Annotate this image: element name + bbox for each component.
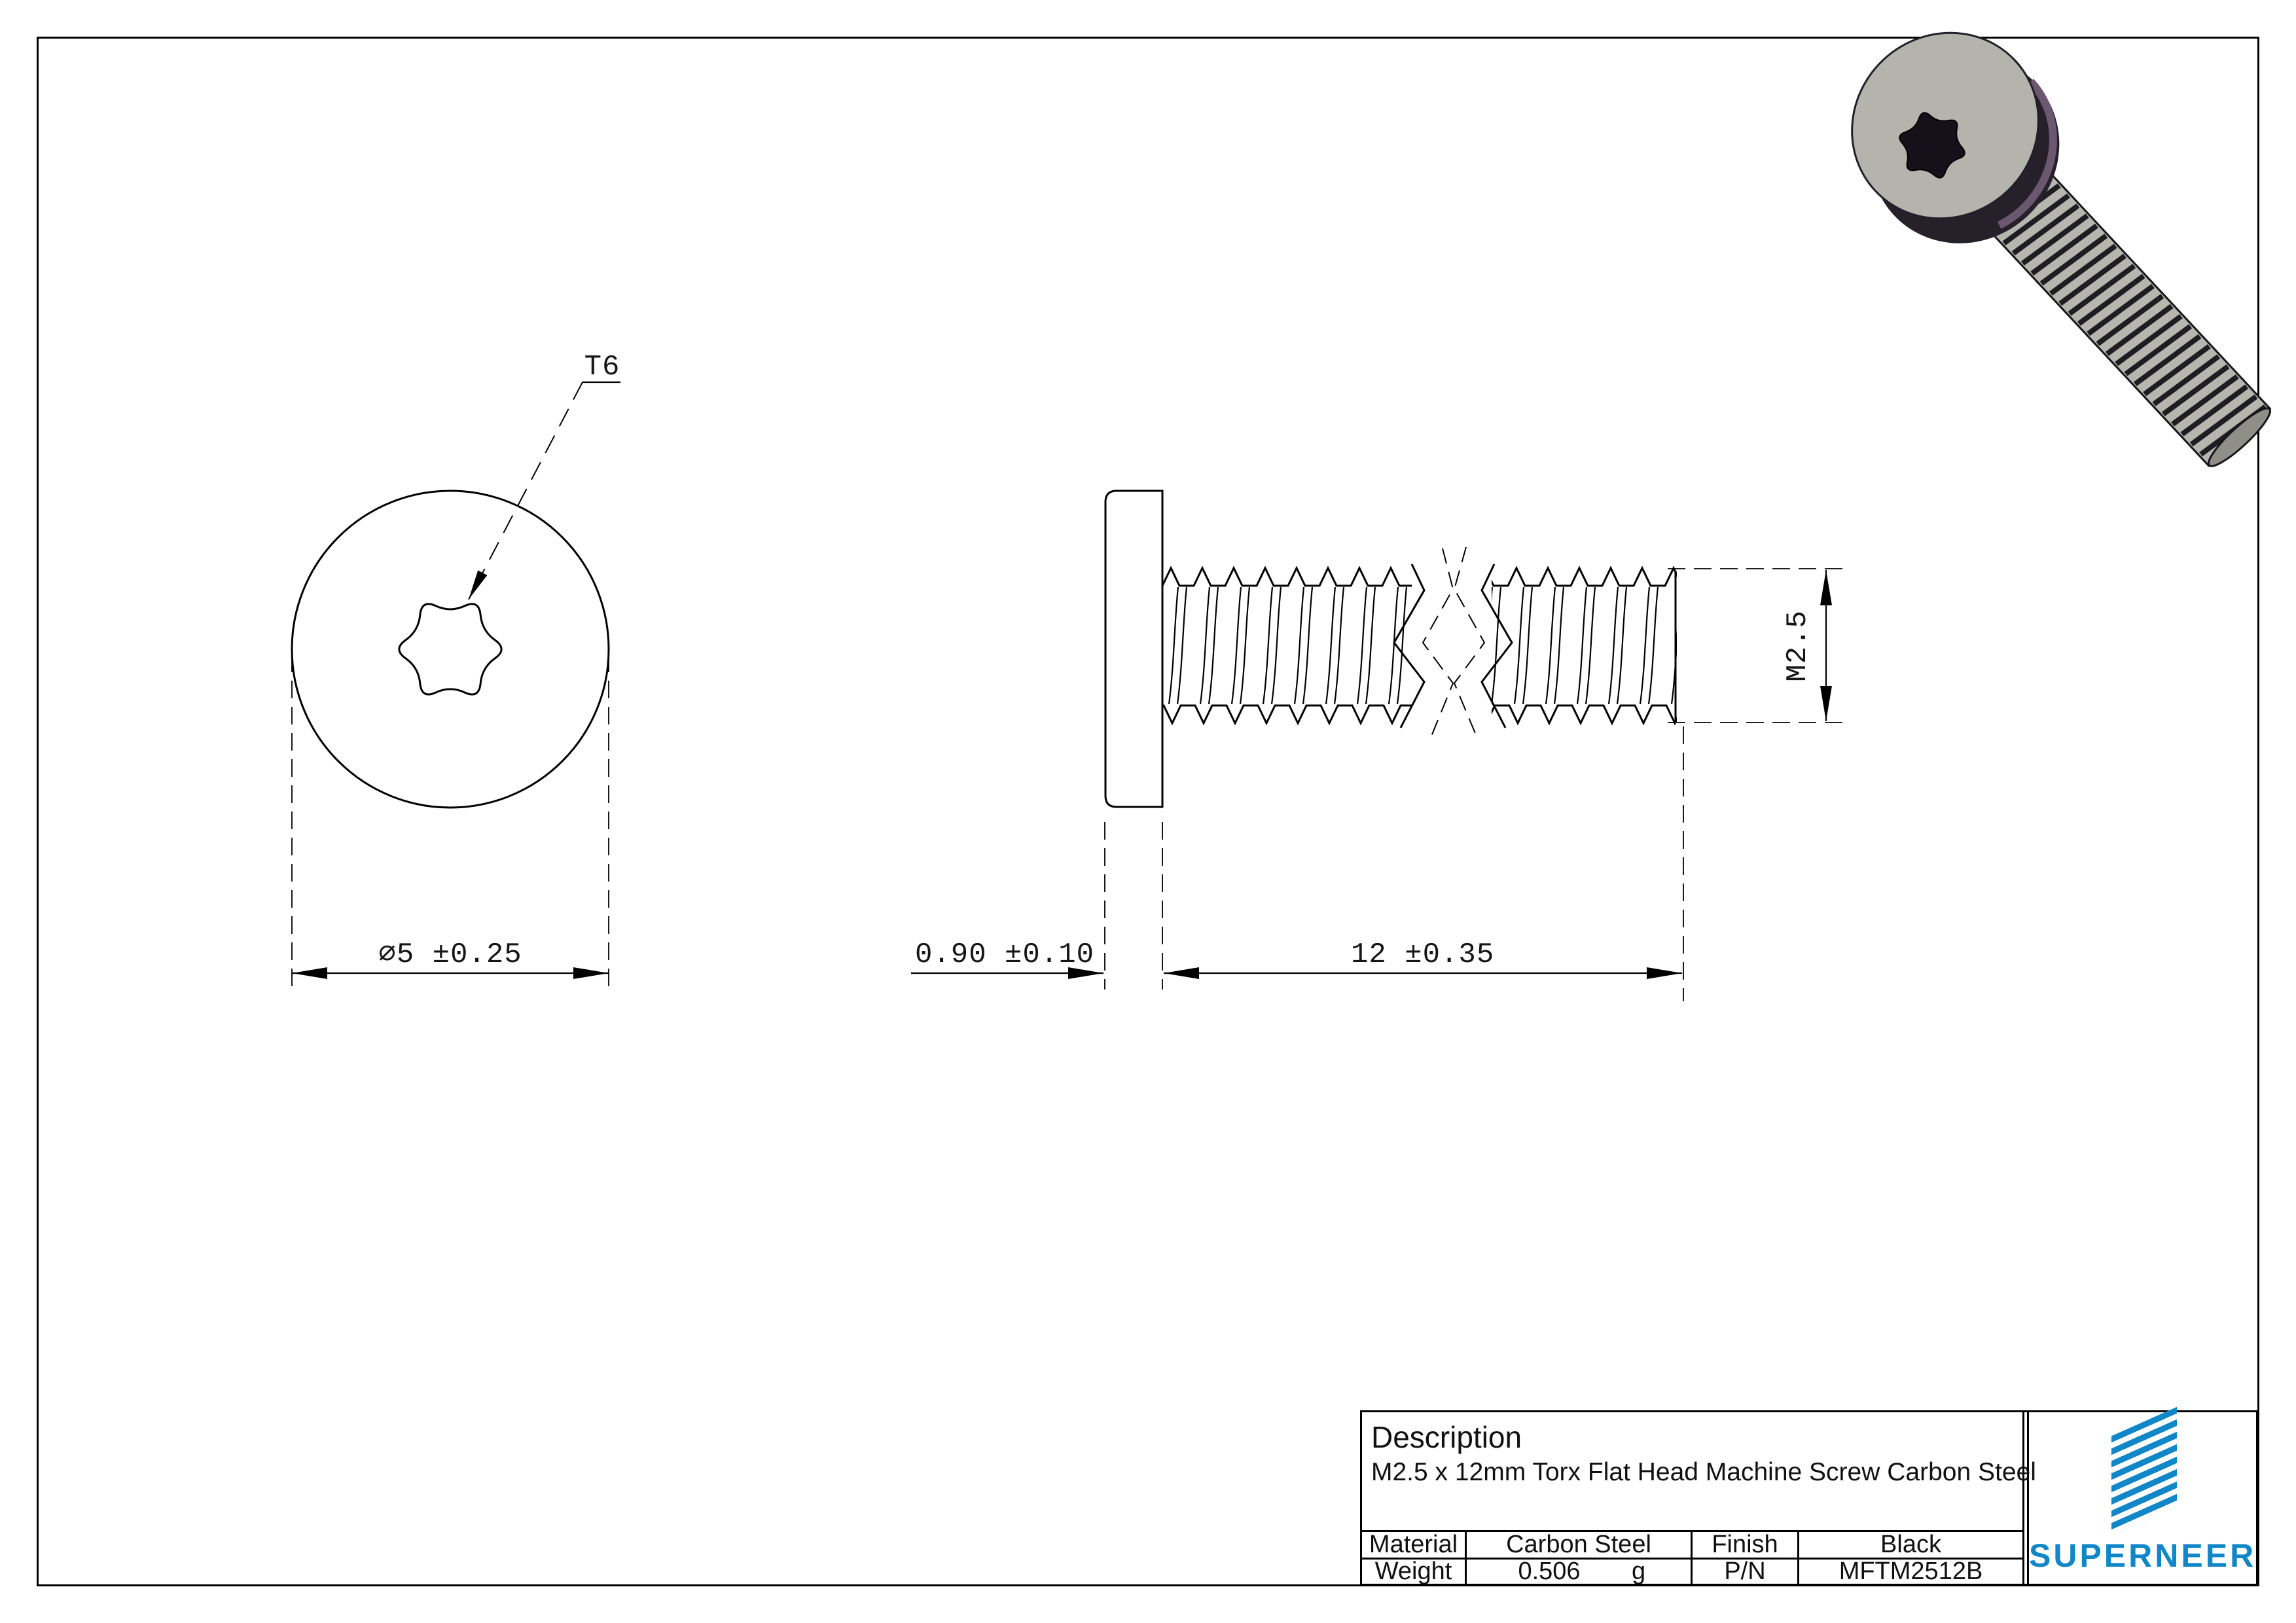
drawing-border-frame — [37, 37, 2259, 1586]
description-value: M2.5 x 12mm Torx Flat Head Machine Screw… — [1371, 1458, 2036, 1486]
weight-pn-row: Weight 0.506 g P/N MFTM2512B — [1362, 1558, 2024, 1585]
break-symbol — [1393, 546, 1513, 741]
head-side-profile — [1104, 490, 1164, 808]
weight-value: 0.506 — [1518, 1558, 1581, 1585]
torx-recess-outline — [398, 603, 503, 696]
thread-arrow-up — [1820, 570, 1832, 605]
thread-dimension-text: M2.5 — [1782, 610, 1814, 682]
material-value: Carbon Steel — [1467, 1531, 1693, 1558]
head-extension-lines — [1104, 822, 1163, 990]
material-label: Material — [1362, 1531, 1467, 1558]
description-cell: Description M2.5 x 12mm Torx Flat Head M… — [1362, 1412, 2036, 1532]
head-dimension-text: 0.90 ±0.10 — [915, 938, 1094, 971]
diameter-arrow-left — [292, 967, 327, 979]
superneer-logo-icon — [2111, 1406, 2177, 1536]
t6-label: T6 — [584, 351, 620, 383]
superneer-logo-text: SUPERNEER — [2029, 1537, 2257, 1574]
material-finish-row: Material Carbon Steel Finish Black — [1362, 1531, 2024, 1560]
length-dimension-text: 12 ±0.35 — [1351, 938, 1494, 971]
thread-extension-lines — [1668, 568, 1844, 723]
screw-3d-head — [1851, 31, 2060, 243]
finish-label: Finish — [1693, 1531, 1799, 1558]
screw-3d-render — [1851, 31, 2272, 467]
head-outline-circle — [291, 490, 610, 809]
part-number-label: P/N — [1693, 1558, 1799, 1585]
weight-value-cell: 0.506 g — [1467, 1558, 1693, 1585]
description-label: Description — [1371, 1420, 1522, 1454]
length-arrow-left — [1164, 967, 1199, 979]
side-view: 0.90 ±0.10 12 ±0.35 M2.5 — [911, 490, 1844, 1001]
screw-3d-torx-recess — [1899, 112, 1965, 179]
weight-label: Weight — [1362, 1558, 1467, 1585]
t6-leader-arrow — [469, 570, 488, 599]
diameter-extension-lines — [291, 654, 609, 990]
thread-segment-2 — [1492, 565, 1677, 726]
weight-unit: g — [1632, 1558, 1646, 1585]
t6-leader-line — [468, 382, 583, 600]
front-view: T6 ⌀5 ±0.25 — [291, 351, 620, 990]
logo-cell: SUPERNEER — [2027, 1406, 2257, 1584]
length-arrow-right — [1647, 967, 1682, 979]
diameter-arrow-right — [573, 967, 609, 979]
diameter-dimension-text: ⌀5 ±0.25 — [378, 938, 522, 971]
finish-value: Black — [1880, 1531, 1941, 1558]
thread-arrow-down — [1820, 686, 1832, 721]
part-number-value: MFTM2512B — [1839, 1558, 1983, 1585]
head-arrow — [1068, 967, 1103, 979]
title-block: Description M2.5 x 12mm Torx Flat Head M… — [1360, 1406, 2258, 1586]
thread-segment-1 — [1163, 565, 1412, 726]
